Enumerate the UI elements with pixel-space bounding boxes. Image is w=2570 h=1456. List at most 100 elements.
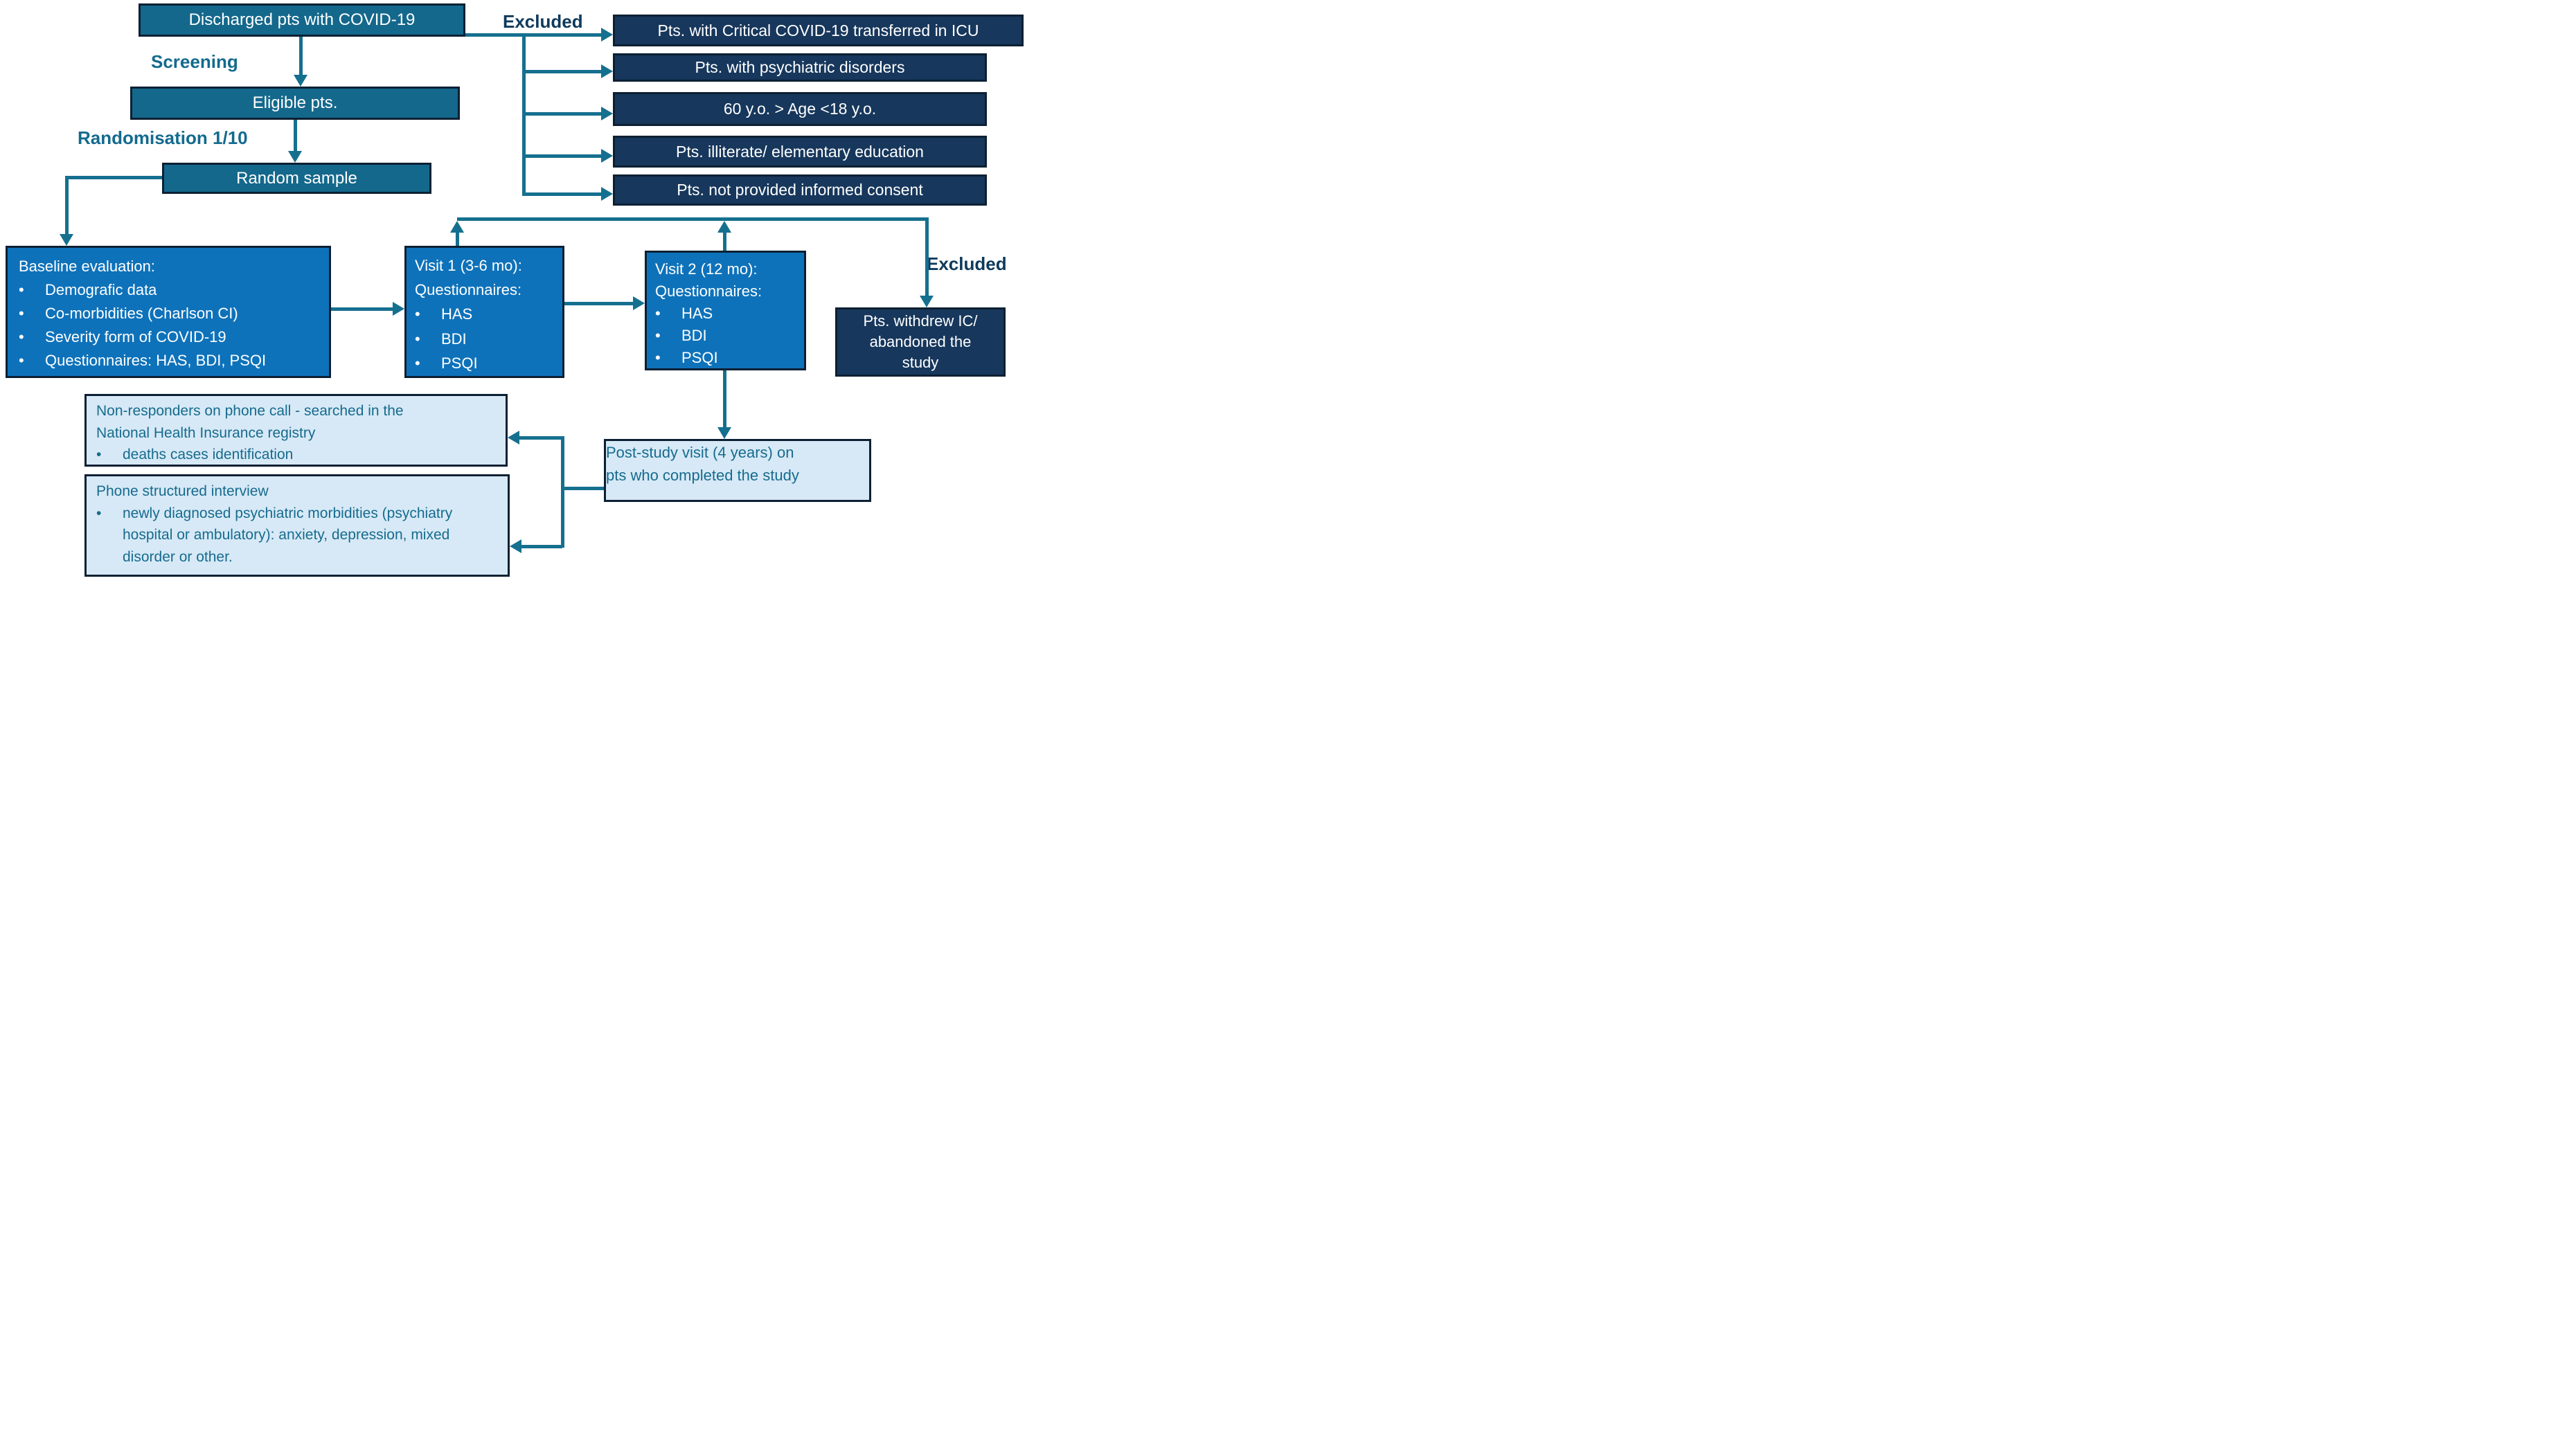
arrow-baseline-to-visit1-head xyxy=(393,302,404,316)
bullet-icon: • xyxy=(655,348,661,366)
withdrew-line3: study xyxy=(902,353,939,371)
node-exclusion-consent-label: Pts. not provided informed consent xyxy=(677,181,923,199)
post-study-line1: Post-study visit (4 years) on xyxy=(606,444,794,461)
visit1-bullet-bdi: • BDI xyxy=(415,327,554,351)
visit1-subtitle: Questionnaires: xyxy=(415,281,522,299)
study-flowchart: Discharged pts with COVID-19 Screening E… xyxy=(0,0,1028,582)
label-randomisation: Randomisation 1/10 xyxy=(78,127,248,148)
node-withdrew: Pts. withdrew IC/ abandoned the study xyxy=(835,307,1006,377)
line-discharged-to-exclusions xyxy=(465,33,601,37)
arrow-eligible-to-random-head xyxy=(288,151,302,163)
node-random-sample-label: Random sample xyxy=(236,168,357,188)
phone-interview-bullet-morbidities: • newly diagnosed psychiatric morbiditie… xyxy=(96,503,498,568)
arrow-exclusion-icu-head xyxy=(601,28,613,42)
arrow-exclusion-psychiatric-head xyxy=(601,64,613,78)
bullet-icon: • xyxy=(655,326,661,344)
node-exclusion-icu-label: Pts. with Critical COVID-19 transferred … xyxy=(657,21,979,39)
arrow-random-to-baseline-head xyxy=(60,234,73,246)
branch-exclusion-illiterate xyxy=(522,154,601,158)
baseline-bullet-comorbidities: • Co-morbidities (Charlson CI) xyxy=(19,302,318,325)
bullet-icon: • xyxy=(96,447,102,462)
line-feedback-top xyxy=(457,217,929,221)
baseline-bullet-demografic: • Demografic data xyxy=(19,278,318,302)
bullet-icon: • xyxy=(655,304,661,322)
node-exclusion-psychiatric-label: Pts. with psychiatric disorders xyxy=(695,58,905,77)
arrow-visit2-feedback-head xyxy=(717,221,731,233)
arrow-discharged-to-eligible-head xyxy=(294,75,307,87)
node-exclusion-illiterate: Pts. illiterate/ elementary education xyxy=(613,136,987,168)
arrow-withdrew-head xyxy=(920,296,934,307)
arrow-to-non-responders-head xyxy=(508,431,519,444)
bullet-icon: • xyxy=(19,281,24,299)
non-responders-bullet-deaths: • deaths cases identification xyxy=(96,444,496,466)
node-eligible-pts: Eligible pts. xyxy=(130,87,460,120)
node-exclusion-illiterate-label: Pts. illiterate/ elementary education xyxy=(676,142,924,161)
visit1-title: Visit 1 (3-6 mo): xyxy=(415,257,522,274)
node-discharged-pts-label: Discharged pts with COVID-19 xyxy=(188,10,416,30)
label-excluded-right: Excluded xyxy=(927,253,1007,274)
baseline-bullet-questionnaires: • Questionnaires: HAS, BDI, PSQI xyxy=(19,349,318,372)
visit2-subtitle: Questionnaires: xyxy=(655,282,762,300)
post-study-line2: pts who completed the study xyxy=(606,467,799,484)
line-visit1-feedback xyxy=(456,231,459,246)
bullet-icon: • xyxy=(19,352,24,370)
node-exclusion-psychiatric: Pts. with psychiatric disorders xyxy=(613,53,987,82)
withdrew-line2: abandoned the xyxy=(869,333,972,351)
non-responders-line1: Non-responders on phone call - searched … xyxy=(96,403,404,419)
phone-interview-title: Phone structured interview xyxy=(96,483,269,499)
node-discharged-pts: Discharged pts with COVID-19 xyxy=(139,3,465,37)
bullet-icon: • xyxy=(415,354,420,372)
node-exclusion-age-label: 60 y.o. > Age <18 y.o. xyxy=(723,100,877,118)
node-visit1: Visit 1 (3-6 mo): Questionnaires: • HAS … xyxy=(404,246,564,378)
branch-exclusion-age xyxy=(522,112,601,116)
line-bracket-top xyxy=(518,436,562,440)
arrow-exclusion-illiterate-head xyxy=(601,149,613,163)
visit2-bullet-psqi: • PSQI xyxy=(655,347,796,369)
bullet-icon: • xyxy=(415,330,420,348)
label-excluded-top: Excluded xyxy=(503,11,583,32)
node-exclusion-age: 60 y.o. > Age <18 y.o. xyxy=(613,92,987,126)
visit2-title: Visit 2 (12 mo): xyxy=(655,260,758,278)
node-exclusion-icu: Pts. with Critical COVID-19 transferred … xyxy=(613,15,1024,46)
node-baseline-evaluation: Baseline evaluation: • Demografic data •… xyxy=(6,246,331,378)
node-post-study-visit: Post-study visit (4 years) on pts who co… xyxy=(604,439,871,502)
visit2-bullet-has: • HAS xyxy=(655,303,796,325)
branch-exclusion-consent xyxy=(522,192,601,196)
node-visit2: Visit 2 (12 mo): Questionnaires: • HAS •… xyxy=(645,251,806,370)
line-poststudy-stub xyxy=(562,487,604,490)
baseline-bullet-severity: • Severity form of COVID-19 xyxy=(19,325,318,349)
bullet-icon: • xyxy=(415,305,420,323)
bullet-icon: • xyxy=(19,305,24,323)
node-random-sample: Random sample xyxy=(162,163,431,194)
arrow-random-to-baseline-vline xyxy=(65,176,69,234)
node-phone-interview: Phone structured interview • newly diagn… xyxy=(84,474,510,577)
arrow-visit2-to-poststudy-line xyxy=(723,370,726,427)
bullet-icon: • xyxy=(96,505,102,521)
arrow-exclusion-age-head xyxy=(601,107,613,120)
visit1-bullet-has: • HAS xyxy=(415,302,554,326)
visit2-bullet-bdi: • BDI xyxy=(655,325,796,347)
arrow-visit1-to-visit2-head xyxy=(633,296,645,310)
visit1-bullet-psqi: • PSQI xyxy=(415,351,554,375)
line-visit2-feedback xyxy=(723,231,726,251)
line-bracket-bottom xyxy=(520,545,562,548)
arrow-discharged-to-eligible-line xyxy=(299,37,303,75)
arrow-exclusion-consent-head xyxy=(601,187,613,201)
withdrew-line1: Pts. withdrew IC/ xyxy=(863,312,978,330)
arrow-visit2-to-poststudy-head xyxy=(717,427,731,439)
baseline-title: Baseline evaluation: xyxy=(19,258,155,275)
arrow-baseline-to-visit1-line xyxy=(331,307,393,311)
arrow-random-to-baseline-hline xyxy=(66,176,162,179)
bullet-icon: • xyxy=(19,328,24,346)
line-bracket-vertical xyxy=(561,436,564,548)
arrow-visit1-to-visit2-line xyxy=(564,302,633,305)
node-eligible-pts-label: Eligible pts. xyxy=(252,93,338,113)
arrow-to-phone-interview-head xyxy=(510,539,521,553)
arrow-visit1-feedback-head xyxy=(450,221,464,233)
arrow-eligible-to-random-line xyxy=(294,120,297,151)
non-responders-line2: National Health Insurance registry xyxy=(96,424,316,441)
branch-exclusion-psychiatric xyxy=(522,70,601,73)
label-screening: Screening xyxy=(151,51,238,72)
node-exclusion-consent: Pts. not provided informed consent xyxy=(613,174,987,206)
node-non-responders: Non-responders on phone call - searched … xyxy=(84,394,508,467)
